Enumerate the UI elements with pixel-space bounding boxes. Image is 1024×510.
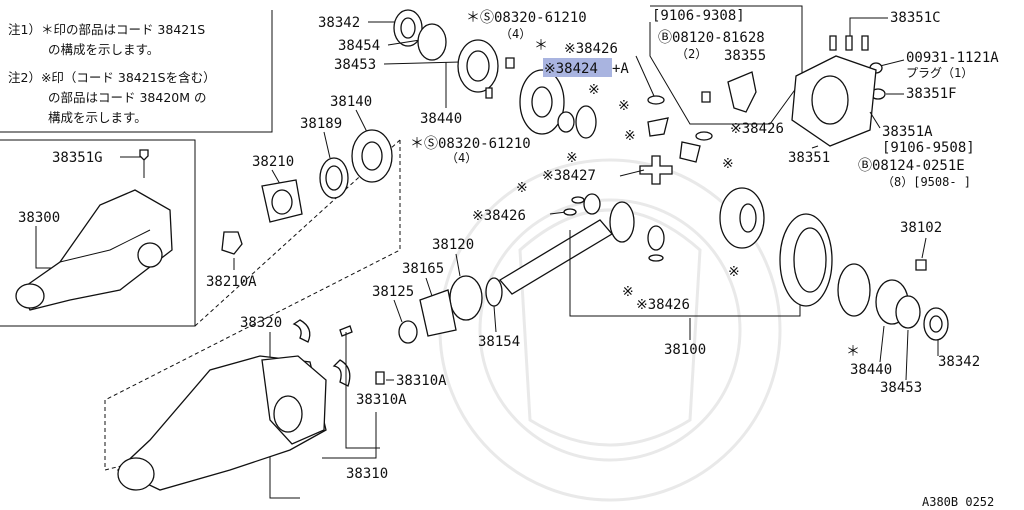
side-bearing-group: 38140 38189 ＊Ⓢ08320-61210 （4） 38210 3821… <box>206 94 531 290</box>
label-38351C: 38351C <box>890 10 941 26</box>
kome-2: ※ <box>566 150 578 166</box>
label-38351G: 38351G <box>52 150 103 166</box>
star-marker: ＊ <box>534 38 548 54</box>
label-38454: 38454 <box>338 38 380 54</box>
kome-7: ※ <box>728 264 740 280</box>
spacer-38165 <box>419 289 457 337</box>
label-38424: ※38424 <box>544 61 598 77</box>
kome-5: ※ <box>722 156 734 172</box>
label-38310A-1: 38310A <box>396 373 447 389</box>
label-bolt-b1-qty: （2） <box>676 47 707 61</box>
note1-line2: の構成を示します。 <box>48 42 159 57</box>
pinion-gear <box>647 117 669 137</box>
label-38140: 38140 <box>330 94 372 110</box>
stud-icon <box>829 35 869 51</box>
label-38210: 38210 <box>252 154 294 170</box>
label-38102: 38102 <box>900 220 942 236</box>
bolt-38102 <box>915 259 927 271</box>
spider-gear-group: ※38426 ※ ※38427 ※ <box>516 121 784 215</box>
kome-1: ※ <box>588 82 600 98</box>
label-38427: ※38427 <box>542 168 596 184</box>
shim-38454 <box>417 23 447 61</box>
note2-line3: 構成を示します。 <box>48 110 147 125</box>
label-38165: 38165 <box>402 261 444 277</box>
bracket-box: [9106-9308] Ⓑ08120-81628 （2） 38355 <box>649 5 803 125</box>
bearing-38453 <box>895 295 921 329</box>
label-38320: 38320 <box>240 315 282 331</box>
mount-38320 <box>292 319 311 343</box>
nut-38210A <box>221 231 243 255</box>
notes-box: 注1）＊印の部品はコード 38421S の構成を示します。 注2）※印（コード … <box>0 10 273 133</box>
label-00931: 00931-1121A <box>906 50 999 66</box>
label-38310: 38310 <box>346 466 388 482</box>
rear-cover-group: 38351C 00931-1121A プラグ（1） 38351F 38351A … <box>788 10 999 189</box>
ring-gear-group: 38102 ＊ 38440 38453 38342 <box>779 213 980 396</box>
kome-4: ※ <box>624 128 636 144</box>
pinion-shaft-38100 <box>499 219 613 295</box>
label-38300: 38300 <box>18 210 60 226</box>
side-gear <box>575 105 597 139</box>
label-bolt-b2: Ⓑ08124-0251E <box>858 158 965 174</box>
label-38426-c: ※38426 <box>472 208 526 224</box>
kome-6: ※ <box>516 180 528 196</box>
differential-assembly <box>19 189 173 311</box>
bearing-38120 <box>449 275 483 321</box>
label-38351A: 38351A <box>882 124 933 140</box>
label-38426-b: ※38426 <box>730 121 784 137</box>
label-38154: 38154 <box>478 334 520 350</box>
label-38453-bot: 38453 <box>880 380 922 396</box>
label-38440-top: 38440 <box>420 111 462 127</box>
bracket-38355 <box>727 71 757 113</box>
label-38424-suffix: +A <box>612 61 629 77</box>
note1-line1: 注1）＊印の部品はコード 38421S <box>8 22 205 37</box>
note2-line2: の部品はコード 38420M の <box>48 90 207 105</box>
diff-case-right <box>837 263 871 317</box>
washer-38125 <box>398 320 418 344</box>
label-38342-top: 38342 <box>318 15 360 31</box>
label-38351F: 38351F <box>906 86 957 102</box>
mount-38310A <box>332 359 351 387</box>
label-38310A-2: 38310A <box>356 392 407 408</box>
label-bolt-top-qty: （4） <box>500 27 531 41</box>
drain-plug-icon <box>139 149 149 161</box>
label-38125: 38125 <box>372 284 414 300</box>
label-bolt-mid-qty: （4） <box>446 151 477 165</box>
label-range-9106-9508: [9106-9508] <box>882 140 975 156</box>
label-38355: 38355 <box>724 48 766 64</box>
dashed-leader-2 <box>104 140 401 471</box>
label-bolt-b2-qty: （8）[9508- ] <box>882 175 971 189</box>
label-bolt-top: ＊Ⓢ08320-61210 <box>466 10 587 26</box>
assembly-inset: 38351G 38300 <box>0 139 196 327</box>
label-38120: 38120 <box>432 237 474 253</box>
label-38210A: 38210A <box>206 274 257 290</box>
label-box-range: [9106-9308] <box>652 8 745 24</box>
label-38426-d: ※38426 <box>636 297 690 313</box>
drive-pinion-group: ※38426 38120 38165 38125 38154 ※ ※ ※3842… <box>372 187 801 358</box>
kome-3: ※ <box>618 98 630 114</box>
label-38351: 38351 <box>788 150 830 166</box>
note2-line1: 注2）※印（コード 38421Sを含む） <box>8 70 216 85</box>
carrier-housing-group: 38320 38310A 38310A 38310 <box>116 315 447 499</box>
label-bolt-b1: Ⓑ08120-81628 <box>658 30 765 46</box>
label-38100: 38100 <box>664 342 706 358</box>
label-38342-bot: 38342 <box>938 354 980 370</box>
label-38440-bot: 38440 <box>850 362 892 378</box>
cross-shaft-38427 <box>639 155 673 185</box>
label-bolt-mid: ＊Ⓢ08320-61210 <box>410 136 531 152</box>
label-38453-top: 38453 <box>334 57 376 73</box>
label-plug: プラグ（1） <box>906 66 973 80</box>
label-38189: 38189 <box>300 116 342 132</box>
label-38426-a: ※38426 <box>564 41 618 57</box>
bolt-icon <box>505 57 515 69</box>
figure-code: A380B 0252 <box>922 495 994 509</box>
highlight-38424 <box>543 58 612 77</box>
top-parts: 38342 38454 38453 38440 ＊Ⓢ08320-61210 （4… <box>318 9 669 166</box>
star-marker-bottom: ＊ <box>846 344 860 360</box>
kome-8: ※ <box>622 284 634 300</box>
